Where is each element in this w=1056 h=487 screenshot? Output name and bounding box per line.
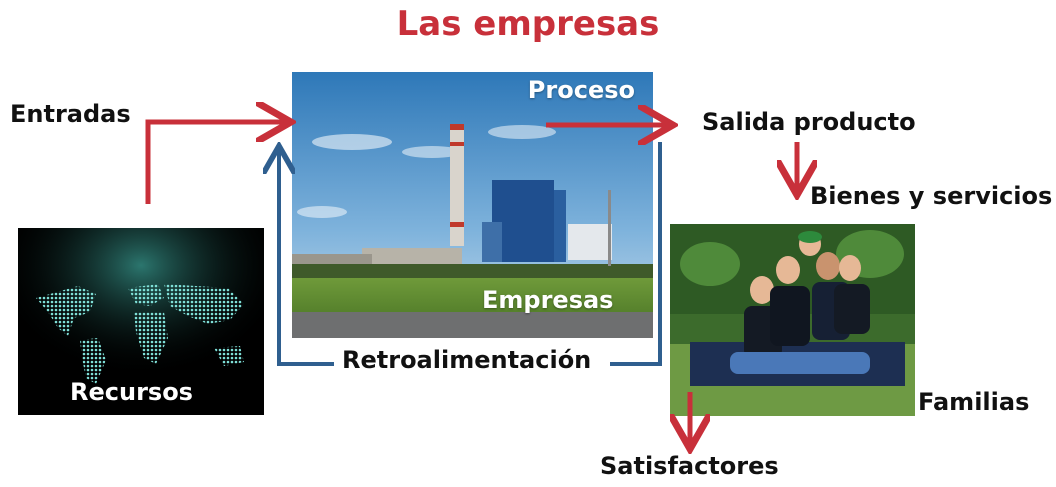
satisfactores-label: Satisfactores [600,452,779,480]
retroalimentacion-label: Retroalimentación [342,346,592,374]
entradas-label: Entradas [10,100,131,128]
familias-label: Familias [918,388,1030,416]
empresas-label: Empresas [482,286,614,314]
world-map-photo: Recursos [18,228,264,415]
family-photo [670,224,915,416]
salida-label: Salida producto [702,108,916,136]
entradas-arrow [145,122,286,204]
diagram-title: Las empresas [396,4,660,44]
proceso-label: Proceso [527,76,635,104]
world-map-illustration [18,228,264,415]
bienes-label: Bienes y servicios [810,182,1053,210]
family-illustration [670,224,915,416]
factory-illustration [292,72,653,338]
recursos-label: Recursos [70,378,193,406]
factory-photo: Proceso Empresas [292,72,653,338]
